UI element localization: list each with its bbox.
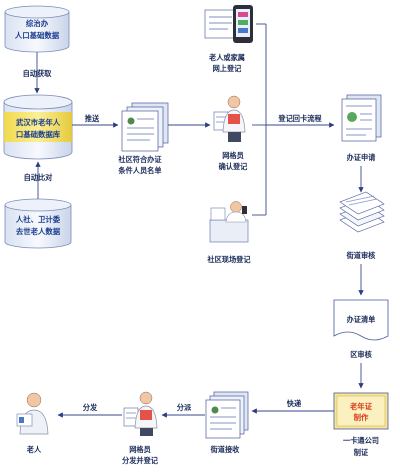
document-stack-icon [121,102,169,152]
edge-label-distribute-2: 分发 [83,403,98,412]
db-elderly-line1: 武汉市老年人 [16,118,61,127]
db-deceased-line2: 去世老人数据 [16,227,61,236]
person-icon [16,392,49,435]
edge-label-auto-compare: 自动比对 [24,173,54,182]
card-batch-icon [205,391,249,439]
edge-label-express: 快递 [286,399,302,408]
node-street-review: 街道审核 [346,251,377,260]
node-online-reg-line2: 网上登记 [213,64,243,73]
paper-stack-icon [339,191,385,233]
db-deceased-line1: 人社、卫计委 [16,215,61,224]
node-grid-confirm-line1: 网格员 [222,151,244,160]
edge-label-push: 推送 [85,114,100,123]
node-online-reg-line1: 老人或家属 [208,53,245,62]
node-elderly: 老人 [26,445,42,454]
node-grid-distribute-line1: 网格员 [129,445,151,454]
grid-worker-distribute-icon [123,391,158,436]
node-community-list-line2: 条件人员名单 [118,166,161,175]
node-card-company-line1: 一卡通公司 [343,436,379,445]
db-pension-line1: 综治办 [26,19,49,28]
list-document-icon: 办证清单 [333,299,389,341]
node-grid-distribute-line2: 分发并登记 [122,456,159,465]
node-apply: 办证申请 [347,153,377,162]
node-card-company-line2: 制证 [354,448,369,457]
db-elderly-line2: 口基础数据库 [16,130,61,139]
grid-worker-icon [213,95,246,142]
edge-label-distribute-1: 分派 [177,403,192,412]
node-card-make-line1: 老年证 [349,402,373,411]
database-icon-deceased: 人社、卫计委 去世老人数据 [4,198,72,249]
onsite-worker-icon [209,201,249,243]
node-onsite-reg: 社区现场登记 [206,255,251,264]
database-icon-elderly: 武汉市老年人 口基础数据库 [3,94,73,160]
checklist-icon [341,94,382,142]
node-grid-confirm-line2: 确认登记 [219,162,249,171]
node-card-make-line2: 制作 [354,413,369,422]
db-pension-line2: 人口基础数据 [15,31,60,40]
edge-label-register-return: 登记回卡流程 [277,114,322,123]
node-card-list: 办证清单 [347,315,376,324]
database-icon-pension: 综治办 人口基础数据 [4,5,70,53]
phone-registration-icon [204,5,253,43]
card-print-icon: 老年证 制作 [333,392,389,430]
node-district-review: 区审核 [350,350,372,359]
node-street-receive: 街道接收 [210,445,241,454]
node-community-list-line1: 社区符合办证 [117,155,162,164]
edge-label-auto-fetch: 自动获取 [23,69,53,78]
